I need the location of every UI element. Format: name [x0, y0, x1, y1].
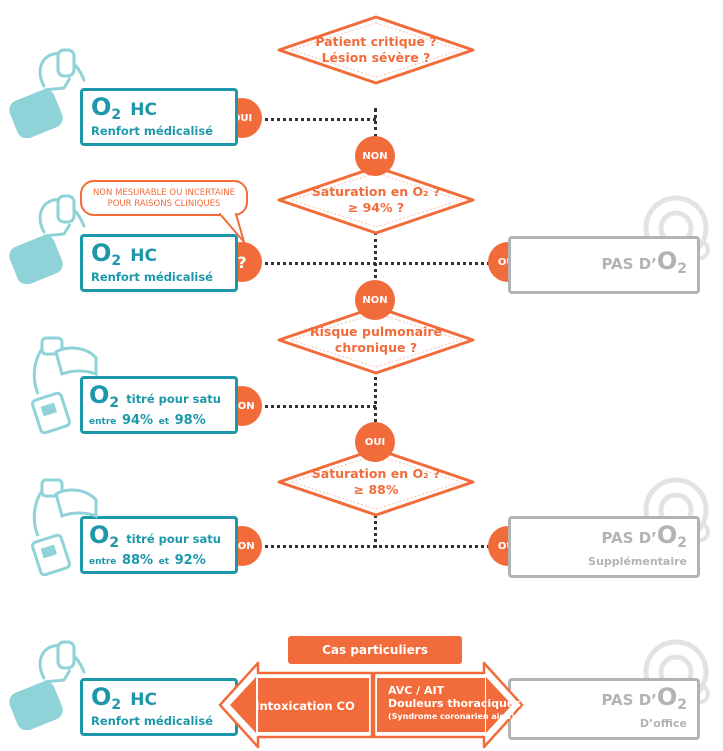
o2-letter: O [91, 683, 112, 711]
special-right-line3: (Syndrome coronarien aigu) [388, 712, 515, 721]
decision-line2: ≥ 88% [353, 482, 399, 497]
connector-h4 [258, 545, 490, 548]
connector-h1 [258, 118, 376, 121]
o2-subscript: 2 [109, 395, 120, 411]
o2-letter: O [91, 93, 112, 121]
range-high: 98% [174, 413, 206, 428]
connector-v2 [374, 232, 377, 278]
special-right-line1: AVC / AIT [388, 684, 445, 697]
decision-saturation-88: Saturation en O₂ ? ≥ 88% [276, 446, 476, 518]
decision-line1: Risque pulmonaire [309, 324, 443, 339]
range-mid: et [158, 557, 170, 567]
outcome-pas-o2-1: PAS D’O2 [508, 236, 700, 294]
answer-non-1: NON [355, 136, 395, 176]
special-arrows [218, 661, 524, 749]
decision-saturation-94: Saturation en O₂ ? ≥ 94% ? [276, 164, 476, 236]
connector-v1 [374, 108, 377, 138]
o2-subscript: 2 [109, 535, 120, 551]
o2-letter: O [89, 381, 110, 409]
o2-hc-title: HC [130, 246, 157, 266]
outcome-o2-hc-3: O2 HC Renfort médicalisé [80, 678, 238, 736]
o2-letter: O [89, 521, 110, 549]
diamond-shape [277, 165, 475, 235]
range-prefix: entre [89, 417, 117, 427]
answer-non-2: NON [355, 280, 395, 320]
diamond-shape [277, 305, 475, 375]
pulse-oximeter-icon [31, 478, 98, 576]
oxygen-bag-icon [9, 48, 86, 138]
decision-line1: Saturation en O₂ ? [311, 466, 441, 481]
decision-patient-critique: Patient critique ? Lésion sévère ? [276, 14, 476, 86]
outcome-pas-o2-2: PAS D’O2 Supplémentaire [508, 516, 700, 578]
o2-hc-title: HC [130, 100, 157, 120]
decision-line2: Lésion sévère ? [321, 50, 431, 65]
outcome-o2-hc-1: O2 HC Renfort médicalisé [80, 88, 238, 146]
decision-line1: Saturation en O₂ ? [311, 184, 441, 199]
o2-subscript: 2 [111, 253, 122, 269]
titre-title: titré pour satu [126, 532, 221, 546]
o2-subscript: 2 [111, 697, 122, 713]
oxygen-bag-icon [9, 194, 86, 284]
bubble-line1: NON MESURABLE OU INCERTAINE [92, 188, 236, 198]
range-low: 88% [121, 553, 154, 568]
special-right-label: AVC / AIT Douleurs thoraciques (Syndrome… [388, 684, 538, 723]
oxygen-bag-icon [9, 640, 86, 730]
decision-line1: Patient critique ? [315, 34, 437, 49]
outcome-o2-titre-88-92: O2 titré pour satu entre 88% et 92% [80, 516, 238, 574]
connector-h3 [258, 405, 376, 408]
o2-letter: O [656, 247, 678, 275]
special-cases-header: Cas particuliers [288, 636, 462, 664]
outcome-pas-o2-3: PAS D’O2 D’office [508, 678, 700, 740]
pas-label: PAS D’ [601, 255, 657, 273]
o2-subscript: 2 [677, 697, 687, 713]
special-left-label: Intoxication CO [255, 699, 355, 713]
outcome-o2-titre-94-98: O2 titré pour satu entre 94% et 98% [80, 376, 238, 434]
o2-hc-subtitle: Renfort médicalisé [91, 714, 213, 728]
o2-letter: O [656, 683, 678, 711]
o2-letter: O [656, 521, 678, 549]
pas-subtitle: Supplémentaire [588, 555, 687, 568]
o2-hc-subtitle: Renfort médicalisé [91, 270, 213, 284]
diamond-shape [277, 447, 475, 517]
o2-subscript: 2 [677, 261, 687, 277]
connector-v4 [374, 508, 377, 548]
pulse-oximeter-icon [31, 336, 98, 434]
decision-risque-pulmonaire: Risque pulmonaire chronique ? [276, 304, 476, 376]
o2-hc-title: HC [130, 690, 157, 710]
connector-h2 [258, 262, 490, 265]
range-mid: et [158, 417, 170, 427]
answer-oui-3: OUI [355, 422, 395, 462]
range-prefix: entre [89, 557, 117, 567]
titre-title: titré pour satu [126, 392, 221, 406]
diamond-shape [277, 15, 475, 85]
range-high: 92% [174, 553, 206, 568]
clinical-reasons-bubble: NON MESURABLE OU INCERTAINE POUR RAISONS… [80, 180, 248, 216]
special-cases-title: Cas particuliers [322, 643, 428, 657]
pas-label: PAS D’ [601, 691, 657, 709]
bubble-line2: POUR RAISONS CLINIQUES [107, 199, 221, 209]
connector-v3 [374, 370, 377, 422]
o2-letter: O [91, 239, 112, 267]
pas-label: PAS D’ [601, 529, 657, 547]
outcome-o2-hc-2: O2 HC Renfort médicalisé [80, 234, 238, 292]
bubble-tail [219, 212, 245, 243]
decision-line2: chronique ? [334, 340, 418, 355]
pas-subtitle: D’office [639, 717, 687, 730]
o2-hc-subtitle: Renfort médicalisé [91, 124, 213, 138]
decision-line2: ≥ 94% ? [347, 200, 405, 215]
o2-subscript: 2 [111, 107, 122, 123]
range-low: 94% [121, 413, 154, 428]
o2-subscript: 2 [677, 535, 687, 551]
special-right-line2: Douleurs thoraciques [388, 697, 521, 710]
